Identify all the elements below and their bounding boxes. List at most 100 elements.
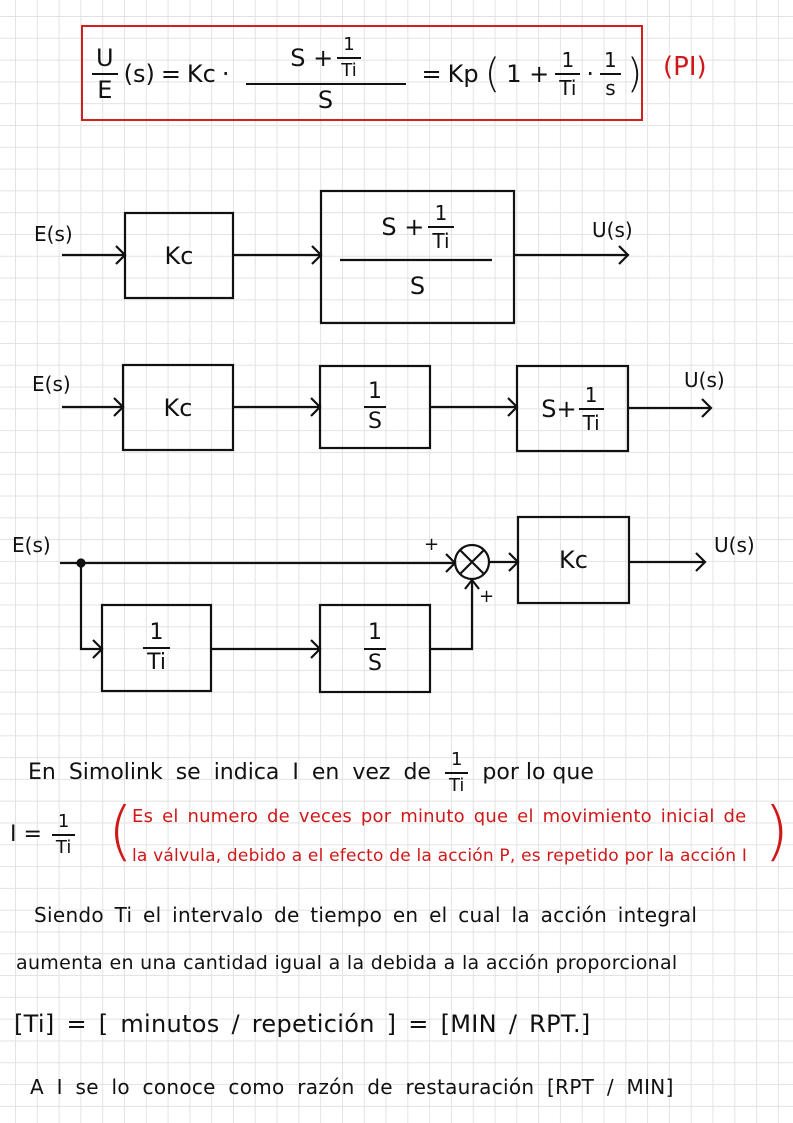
fraction-bar [245, 82, 406, 85]
lhs-num: U [96, 43, 114, 72]
d3-input-label: E(s) [12, 533, 51, 557]
d2-output-label: U(s) [684, 368, 725, 392]
diagram-1-wiring [62, 189, 630, 325]
arrowhead [701, 398, 713, 418]
one-over-ti: 1 Ti [444, 750, 469, 796]
d3-kc-label: Kc [559, 546, 588, 574]
integral-branch-line [79, 563, 102, 651]
i-explanation-line-1: Es el numero de veces por minuto que el … [132, 806, 747, 827]
simulink-note: En Simolink se indica I en vez de 1 Ti p… [28, 750, 594, 796]
fraction-bar [600, 73, 621, 75]
lhs-fraction: U E [92, 43, 118, 104]
lhs-arg: (s) [123, 60, 155, 88]
kc-term: Kc [186, 60, 216, 88]
d1-lead-numerator: S + 1 Ti [321, 195, 514, 259]
summing-cross [459, 549, 485, 575]
inner-fraction: 1 Ti [337, 34, 361, 81]
d1-input-label: E(s) [34, 222, 73, 246]
inner-den: Ti [341, 59, 357, 81]
frac-num: 1 [368, 620, 382, 646]
kc-block [516, 515, 631, 605]
r2-num: 1 [604, 48, 617, 72]
r1-den: Ti [559, 76, 577, 100]
d1-output-label: U(s) [592, 218, 633, 242]
fraction-bar [143, 647, 170, 649]
kp-term: Kp [447, 60, 479, 88]
d2-integrator-label: 1 S [320, 366, 430, 448]
frac-den: Ti [432, 229, 450, 253]
diagram-3-wiring [60, 515, 707, 694]
one-over-ti: 1 Ti [428, 201, 454, 253]
right-fraction-1: 1 Ti [555, 48, 581, 100]
pi-formula: U E (s) = Kc · S + 1 Ti S = Kp ( 1 + 1 T… [92, 30, 642, 118]
simulink-note-text: En Simolink se indica I en vez de [28, 760, 431, 786]
lead-block [319, 189, 516, 325]
dot-operator: · [586, 60, 595, 88]
frac-den: Ti [448, 774, 465, 796]
inner-num: 1 [343, 34, 355, 55]
right-fraction-2: 1 s [600, 49, 621, 99]
sum-sign-bottom: + [479, 586, 495, 607]
pi-formula-box [81, 25, 643, 121]
d2-lead-label: S+ 1 Ti [517, 366, 628, 451]
one-plus: 1 + [506, 60, 550, 88]
fraction-bar [578, 407, 604, 410]
ti-definition-line-2: aumenta en una cantidad igual a la debid… [16, 952, 678, 974]
d1-lead-denominator: S [409, 272, 426, 300]
simulink-note-tail: por lo que [482, 760, 594, 786]
s-plus: S + [290, 43, 334, 72]
reset-rate-line: A I se lo conoce como razón de restaurac… [30, 1075, 674, 1099]
i-definition: I = 1 Ti [10, 811, 76, 858]
one-over-ti: 1 Ti [143, 619, 170, 675]
s-plus: S + [381, 213, 425, 241]
d3-output-label: U(s) [714, 533, 755, 557]
frac-num: 1 [368, 378, 382, 404]
d2-input-label: E(s) [32, 372, 71, 396]
paren-open: ( [484, 51, 501, 97]
integral-return-line [430, 580, 474, 651]
middle-fraction: S + 1 Ti S [245, 35, 406, 114]
i-explanation-line-2: la válvula, debido a el efecto de la acc… [132, 846, 748, 866]
fraction-bar [364, 647, 386, 650]
one-over-ti: 1 Ti [578, 384, 604, 435]
red-paren-open: ( [108, 795, 133, 869]
one-over-s: 1 S [364, 621, 386, 675]
one-over-ti: 1 Ti [51, 811, 76, 858]
frac-den: Ti [147, 650, 166, 675]
ti-definition-line-1: Siendo Ti el intervalo de tiempo en el c… [34, 903, 698, 927]
fraction-bar [555, 73, 581, 75]
d1-kc-label: Kc [164, 241, 194, 270]
sum-sign-top: + [424, 534, 440, 555]
paren-close: ) [626, 51, 643, 97]
s-plus: S+ [541, 394, 577, 423]
ti-units-line: [Ti] = [ minutos / repetición ] = [MIN /… [14, 1010, 591, 1038]
frac-num: 1 [149, 619, 164, 645]
fraction-bar [92, 73, 118, 75]
fraction-bar [428, 226, 454, 228]
equals-sign: = [421, 60, 442, 88]
arrowhead [695, 552, 707, 572]
middle-den: S [317, 85, 334, 114]
lhs-den: E [97, 76, 113, 104]
red-paren-close: ) [764, 795, 789, 869]
d2-kc-label: Kc [163, 393, 193, 422]
frac-den: Ti [55, 836, 72, 858]
r2-den: s [605, 76, 616, 100]
fraction-bar [51, 833, 76, 836]
equals-sign: = [160, 60, 181, 88]
arrowhead [618, 245, 630, 265]
r1-num: 1 [561, 48, 575, 72]
frac-den: S [368, 409, 382, 434]
fraction-bar [444, 771, 469, 774]
diagram-2-wiring [62, 363, 713, 453]
i-equals: I = [10, 822, 42, 848]
frac-num: 1 [57, 811, 70, 832]
dot-operator: · [221, 60, 230, 88]
one-over-s: 1 S [364, 378, 386, 434]
d3-integrator-label: 1 S [320, 605, 430, 692]
frac-num: 1 [434, 201, 448, 225]
frac-den: Ti [582, 410, 600, 435]
d3-integral-gain-label: 1 Ti [102, 605, 211, 691]
middle-num: S + 1 Ti [286, 35, 364, 81]
